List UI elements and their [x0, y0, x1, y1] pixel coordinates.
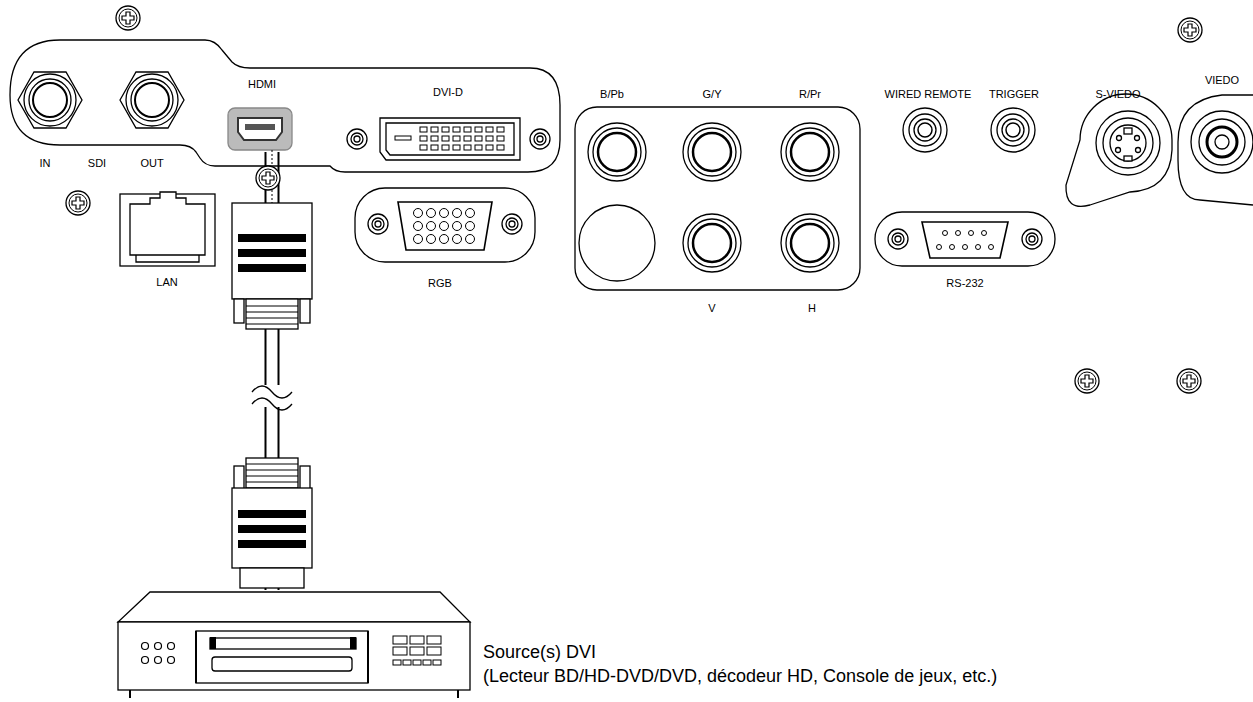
button [155, 657, 162, 664]
button [427, 647, 441, 655]
button [413, 660, 421, 665]
pin [420, 127, 427, 132]
port-label: VIEDO [1205, 74, 1239, 86]
pin [442, 145, 449, 150]
button [393, 660, 401, 665]
pin [486, 127, 493, 132]
pin [956, 231, 961, 236]
pin [464, 136, 471, 141]
pin [989, 245, 994, 250]
pin [431, 136, 438, 141]
pin [466, 209, 475, 218]
pin [464, 127, 471, 132]
pin [475, 127, 482, 132]
button [393, 647, 407, 655]
port-label: S-VIEDO [1095, 88, 1140, 100]
button [393, 636, 407, 644]
pin [453, 209, 462, 218]
port-label: IN [40, 157, 51, 169]
pin [431, 145, 438, 150]
pin [453, 222, 462, 231]
pin [475, 136, 482, 141]
port-label: WIRED REMOTE [885, 88, 972, 100]
pin [395, 136, 411, 140]
pin [453, 235, 462, 244]
hdmi-port: HDMI [226, 74, 298, 152]
pin [442, 136, 449, 141]
button [142, 643, 149, 650]
pin [976, 245, 981, 250]
button [168, 643, 175, 650]
pin [963, 245, 968, 250]
port-label: TRIGGER [989, 88, 1039, 100]
button [410, 647, 424, 655]
button [433, 660, 441, 665]
pin [440, 222, 449, 231]
port-label: H [808, 302, 816, 314]
port-label: V [708, 302, 715, 314]
pin [937, 245, 942, 250]
pin [464, 145, 471, 150]
pin [442, 127, 449, 132]
pin [420, 136, 427, 141]
port-label: B/Pb [600, 88, 624, 100]
pin [943, 231, 948, 236]
pin [466, 235, 475, 244]
pin [969, 231, 974, 236]
pin [486, 145, 493, 150]
pin [427, 209, 436, 218]
button [168, 657, 175, 664]
pin [431, 127, 438, 132]
button [410, 636, 424, 644]
port-label: RGB [428, 277, 452, 289]
pin [440, 209, 449, 218]
pin [497, 127, 504, 132]
pin [466, 222, 475, 231]
port-label: G/Y [703, 88, 722, 100]
button [142, 657, 149, 664]
pin [475, 145, 482, 150]
pin [453, 127, 460, 132]
port-label: SDI [88, 157, 106, 169]
pin [497, 136, 504, 141]
pin [420, 145, 427, 150]
button [427, 636, 441, 644]
button [423, 660, 431, 665]
pin [427, 222, 436, 231]
pin [497, 145, 504, 150]
button [403, 660, 411, 665]
pin [414, 222, 423, 231]
pin [453, 145, 460, 150]
pin [440, 235, 449, 244]
pin [427, 235, 436, 244]
port-label: R/Pr [799, 88, 821, 100]
port-label: RS-232 [946, 277, 983, 289]
pin [414, 209, 423, 218]
pin [486, 136, 493, 141]
pin [453, 136, 460, 141]
device-description: (Lecteur BD/HD-DVD/DVD, décodeur HD, Con… [483, 666, 997, 688]
pin [950, 245, 955, 250]
port-label: LAN [156, 276, 177, 288]
port-label: HDMI [226, 74, 298, 91]
source-device: Source(s) DVI(Lecteur BD/HD-DVD/DVD, déc… [118, 590, 1243, 694]
device-title: Source(s) DVI [483, 642, 596, 664]
port-label: OUT [140, 157, 163, 169]
port-label: DVI-D [433, 86, 463, 98]
pin [414, 235, 423, 244]
pin [982, 231, 987, 236]
button [155, 643, 162, 650]
